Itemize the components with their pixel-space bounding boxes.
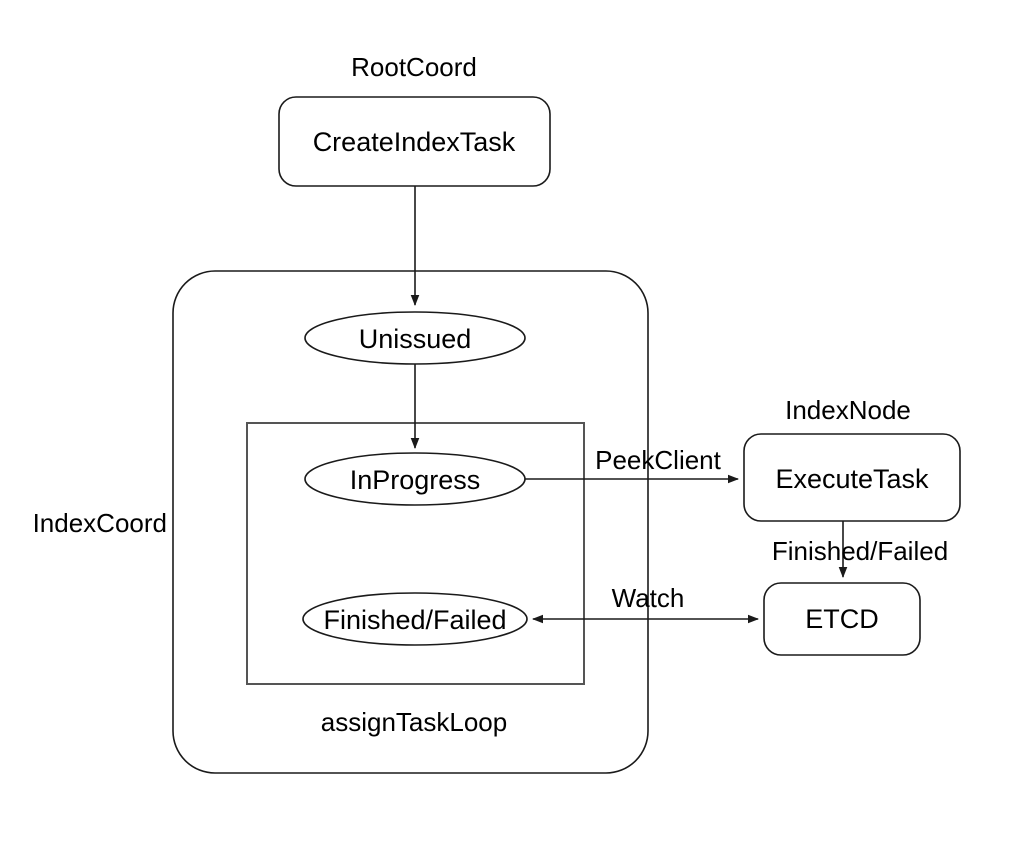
edge-label-watch: Watch	[612, 583, 685, 613]
group-box-index-coord	[172, 270, 649, 774]
group-label-index-coord: IndexCoord	[33, 508, 167, 538]
node-label-finished-failed-state: Finished/Failed	[323, 605, 506, 635]
node-label-unissued: Unissued	[359, 324, 472, 354]
group-label-index-node: IndexNode	[785, 395, 911, 425]
group-label-assign-task-loop: assignTaskLoop	[321, 707, 507, 737]
node-unissued[interactable]: Unissued	[304, 311, 526, 365]
node-finished-failed-state[interactable]: Finished/Failed	[302, 592, 528, 646]
node-shape-unissued	[304, 311, 526, 365]
node-etcd[interactable]: ETCD	[763, 582, 921, 656]
edge-label-peek-client: PeekClient	[595, 445, 722, 475]
node-label-etcd: ETCD	[805, 604, 879, 634]
edge-label-finished-failed: Finished/Failed	[772, 536, 948, 566]
node-shape-create-index-task	[278, 96, 551, 187]
node-label-in-progress: InProgress	[350, 465, 481, 495]
node-create-index-task[interactable]: CreateIndexTask	[278, 96, 551, 187]
node-shape-execute-task	[743, 433, 961, 522]
node-shape-in-progress	[304, 452, 526, 506]
node-execute-task[interactable]: ExecuteTask	[743, 433, 961, 522]
group-label-root-coord: RootCoord	[351, 52, 477, 82]
node-label-create-index-task: CreateIndexTask	[313, 127, 516, 157]
node-label-execute-task: ExecuteTask	[775, 464, 929, 494]
node-in-progress[interactable]: InProgress	[304, 452, 526, 506]
node-shape-finished-failed-state	[302, 592, 528, 646]
node-shape-etcd	[763, 582, 921, 656]
